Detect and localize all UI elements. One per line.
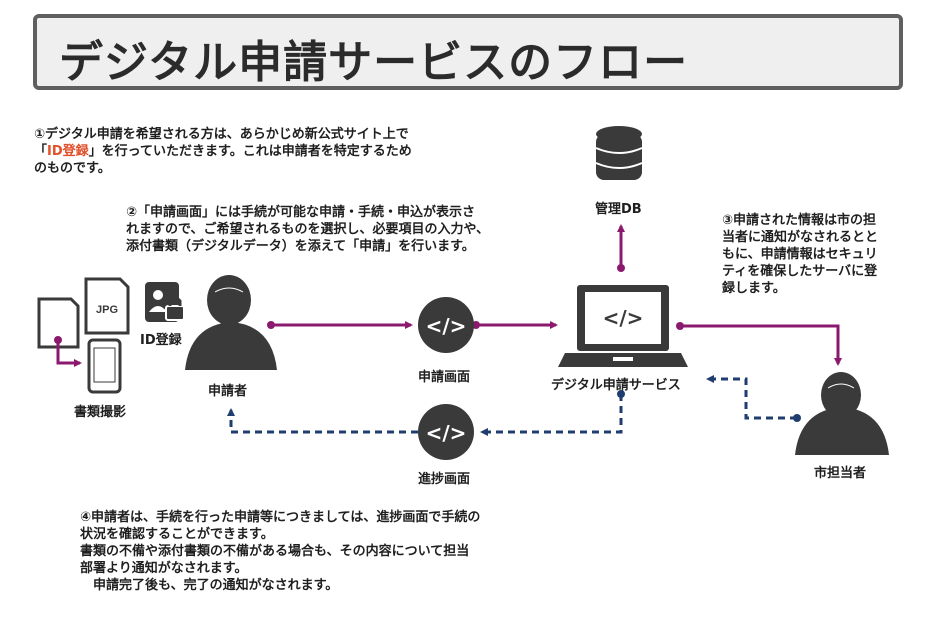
applicant-label: 申請者: [208, 384, 248, 399]
step2-line2: れますので、ご希望されるものを選択し、必要項目の入力や、: [126, 222, 490, 237]
step3-line1: ③申請された情報は市の担: [722, 213, 877, 228]
step4-line1: ④申請者は、手続を行った申請等につきましては、進捗画面で手続の: [80, 510, 481, 525]
photo-connector: [54, 336, 82, 367]
database-icon: [595, 126, 643, 180]
step3-line2: 当者に通知がなされるとと: [722, 230, 879, 245]
laptop-icon: </>: [558, 285, 688, 367]
management-db-label: 管理DB: [595, 202, 642, 217]
page-title: デジタル申請サービスのフロー: [59, 37, 689, 88]
request-flow-line: [267, 321, 558, 329]
step4-text: ④申請者は、手続を行った申請等につきましては、進捗画面で手続の 状況を確認するこ…: [80, 509, 480, 594]
step1-open-bracket: 「: [34, 144, 48, 159]
application-code-symbol: </>: [426, 314, 467, 338]
db-flow-line: [617, 224, 625, 272]
id-registration-label: ID登録: [140, 333, 182, 348]
step1-line1: ①デジタル申請を希望される方は、あらかじめ新公式サイト上で: [34, 127, 409, 142]
id-card-lock-icon: [145, 282, 185, 322]
step3-line5: 録します。: [722, 281, 786, 296]
laptop-code-symbol: </>: [603, 306, 644, 330]
jpg-file-icon: JPG: [84, 277, 130, 335]
progress-flow-line: [227, 390, 625, 436]
application-screen-label: 申請画面: [418, 370, 471, 385]
step4-line5: 申請完了後も、完了の通知がなされます。: [80, 578, 339, 593]
step3-line3: もに、申請情報はセキュリ: [722, 247, 878, 262]
progress-code-symbol: </>: [426, 421, 467, 445]
application-screen-icon: </>: [418, 297, 474, 353]
progress-screen-label: 進捗画面: [418, 472, 471, 487]
staff-return-line: [706, 375, 801, 422]
staff-notify-line: [676, 322, 842, 366]
step4-line4: 部署より通知がなされます。: [80, 561, 248, 576]
title-bar: デジタル申請サービスのフロー: [33, 14, 903, 90]
city-staff-person-icon: [795, 372, 889, 455]
step2-line1: ②「申請画面」には手続が可能な申請・手続・申込が表示さ: [126, 205, 476, 220]
jpg-label: JPG: [96, 304, 118, 316]
city-staff-label: 市担当者: [814, 466, 867, 481]
digital-service-label: デジタル申請サービス: [551, 378, 681, 393]
step4-line3: 書類の不備や添付書類の不備がある場合も、その内容について担当: [80, 544, 470, 559]
document-icon: [37, 297, 80, 349]
progress-screen-icon: </>: [418, 404, 474, 460]
applicant-person-icon: [185, 275, 277, 370]
step3-line4: ティを確保したサーバに登: [722, 264, 878, 279]
step1-text: ①デジタル申請を希望される方は、あらかじめ新公式サイト上で 「ID登録」を行って…: [34, 126, 412, 177]
step2-line3: 添付書類（デジタルデータ）を添えて「申請」を行います。: [126, 239, 475, 254]
step1-rest: 」を行っていただきます。これは申請者を特定するため: [88, 144, 412, 159]
step1-line2: 「ID登録」を行っていただきます。これは申請者を特定するため: [34, 143, 412, 160]
step1-line3: のものです。: [34, 161, 111, 176]
step1-highlight: ID登録: [47, 144, 89, 159]
step3-text: ③申請された情報は市の担 当者に通知がなされるとと もに、申請情報はセキュリ テ…: [722, 212, 878, 297]
smartphone-icon: [87, 338, 122, 394]
step4-line2: 状況を確認することができます。: [80, 527, 274, 542]
document-photo-label: 書類撮影: [74, 405, 127, 420]
step2-text: ②「申請画面」には手続が可能な申請・手続・申込が表示さ れますので、ご希望される…: [126, 204, 489, 255]
